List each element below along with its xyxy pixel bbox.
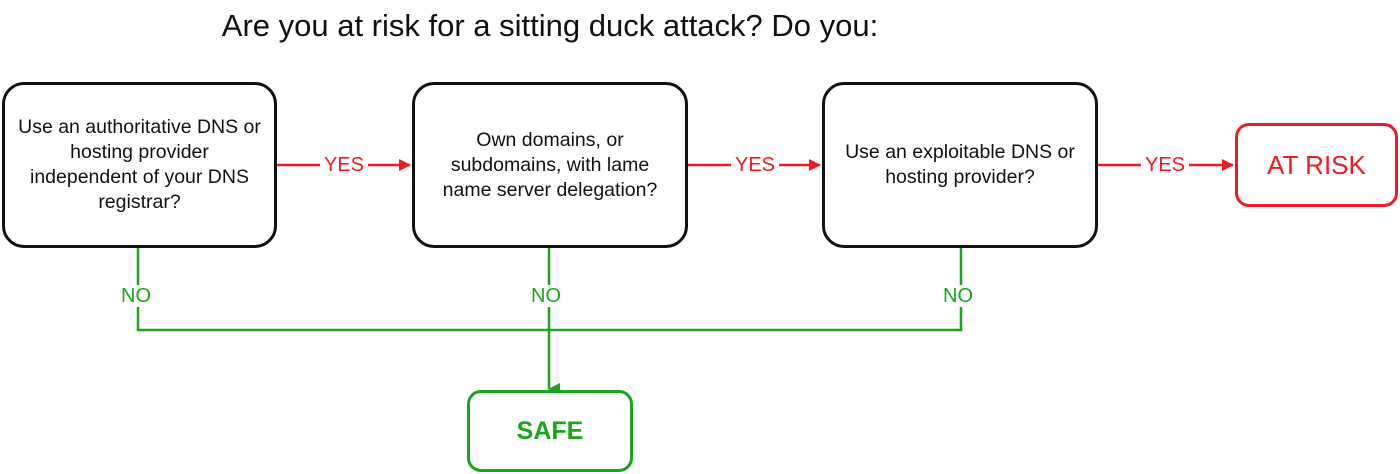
no-label-3: NO <box>939 285 977 307</box>
yes-label-2: YES <box>731 154 780 176</box>
question-text-3: Use an exploitable DNS or hosting provid… <box>845 141 1075 188</box>
question-text-1: Use an authoritative DNS or hosting prov… <box>18 116 261 213</box>
yes-label-3: YES <box>1141 154 1190 176</box>
question-box-1: Use an authoritative DNS or hosting prov… <box>2 82 277 248</box>
at-risk-outcome: AT RISK <box>1235 123 1398 207</box>
diagram-title: Are you at risk for a sitting duck attac… <box>221 8 879 43</box>
question-box-3: Use an exploitable DNS or hosting provid… <box>822 82 1098 248</box>
question-text-2: Own domains, or subdomains, with lame na… <box>442 128 658 201</box>
yes-label-1: YES <box>320 154 369 176</box>
no-label-2: NO <box>527 285 565 307</box>
no-label-1: NO <box>117 285 155 307</box>
safe-outcome: SAFE <box>467 390 633 472</box>
question-box-2: Own domains, or subdomains, with lame na… <box>412 82 688 248</box>
